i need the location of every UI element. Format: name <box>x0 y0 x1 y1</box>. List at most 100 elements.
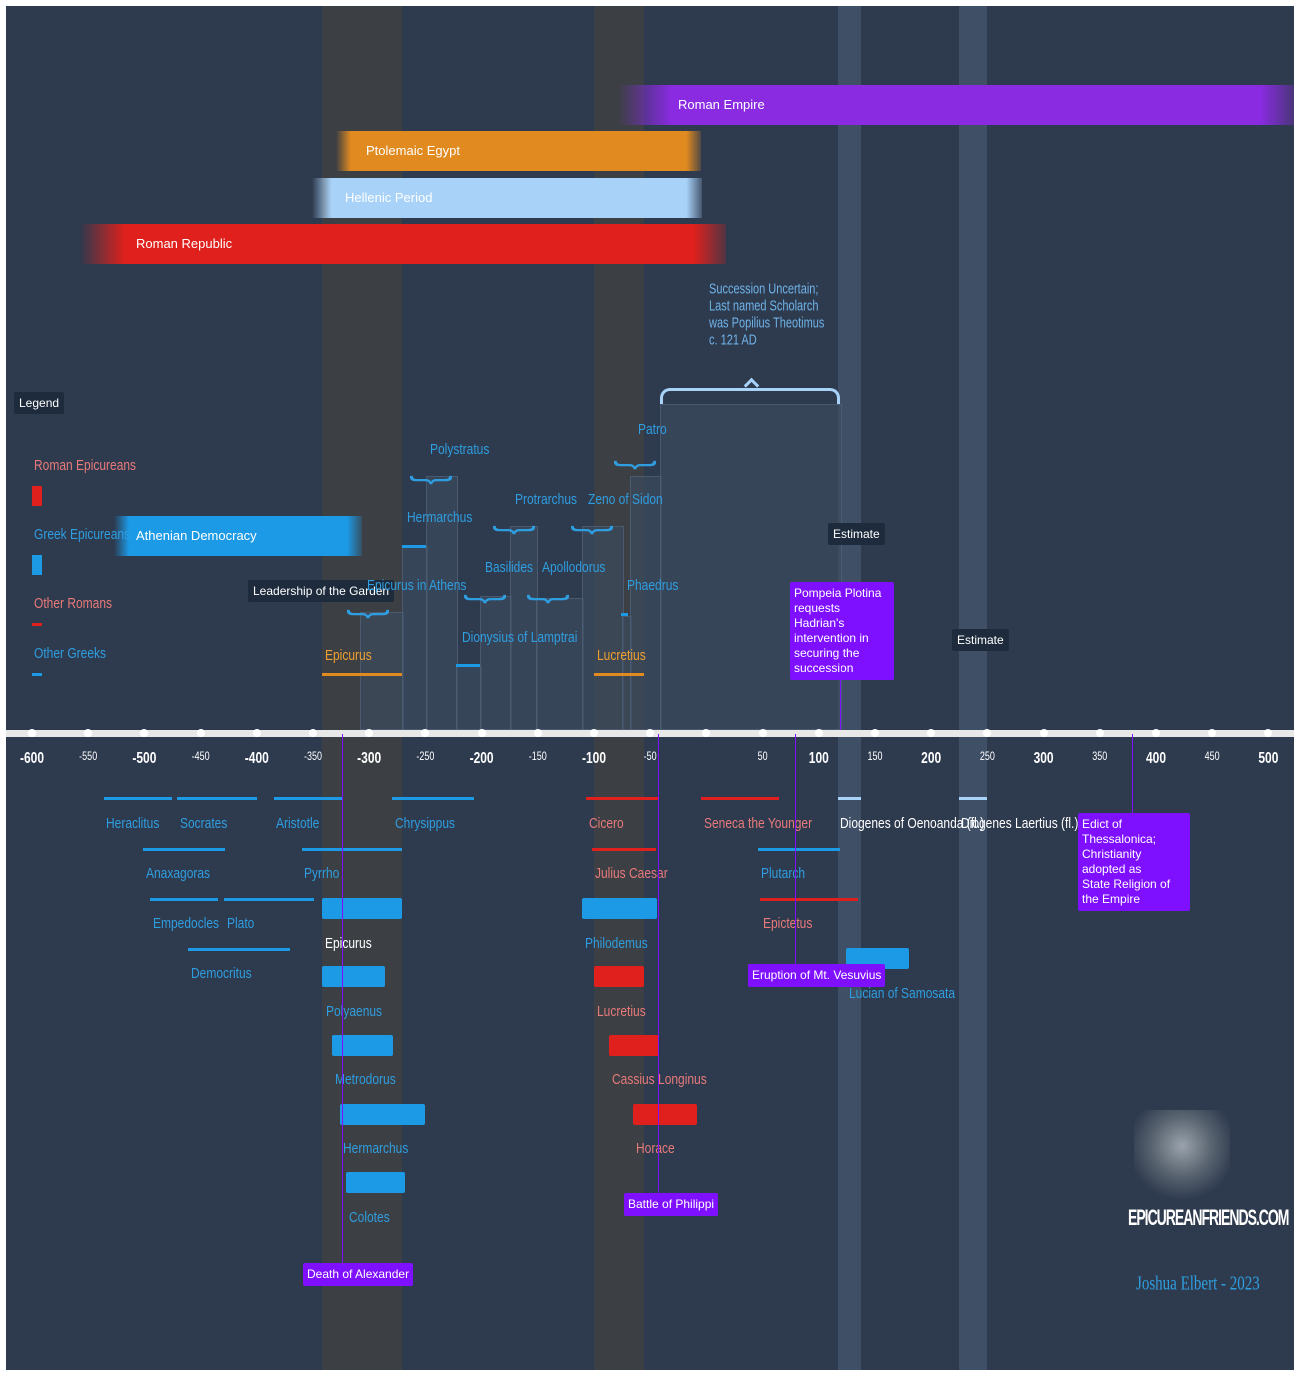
succession-line-4: c. 121 AD <box>709 333 824 350</box>
event-philippi-stem <box>658 734 659 1194</box>
legend-other-romans-swatch <box>32 623 42 626</box>
succession-line-3: was Popilius Theotimus <box>709 316 824 333</box>
thessalonica-line-1: Edict of Thessalonica; <box>1082 817 1186 847</box>
lifespan-lucretius <box>594 966 644 987</box>
axis-tick-label: 250 <box>980 750 995 763</box>
legend-greek-epicureans-swatch <box>32 555 42 575</box>
lifespan-chrysippus <box>392 797 474 800</box>
person-label-epicurus: Epicurus <box>325 934 372 952</box>
person-label-socrates: Socrates <box>180 814 227 832</box>
event-alexander: Death of Alexander <box>303 1263 413 1286</box>
lifespan-diogenes-laertius <box>959 797 987 800</box>
marker-lucretius-orange <box>594 673 644 676</box>
era-ptolemaic-egypt: Ptolemaic Egypt <box>336 131 701 171</box>
lifespan-cicero <box>586 797 658 800</box>
axis-tick-label: 50 <box>758 750 768 763</box>
era-hellenic-label: Hellenic Period <box>345 190 432 205</box>
axis-tick-label: 100 <box>809 749 829 767</box>
succession-note: Succession Uncertain; Last named Scholar… <box>709 282 824 350</box>
step-epicurus <box>360 612 404 730</box>
brace-basilides: } <box>465 594 510 603</box>
axis-tick <box>309 729 317 737</box>
label-basilides: Basilides <box>485 558 533 576</box>
brace-patro: } <box>615 460 660 469</box>
axis-tick-label: -450 <box>192 750 210 763</box>
lifespan-aristotle <box>274 797 342 800</box>
step-patro <box>630 476 662 730</box>
person-label-epictetus: Epictetus <box>763 914 812 932</box>
step-zeno <box>582 526 624 730</box>
lifespan-seneca <box>701 797 779 800</box>
legend-roman-epicureans-swatch <box>32 486 42 506</box>
person-label-plutarch: Plutarch <box>761 864 805 882</box>
thessalonica-line-3: State Religion of the Empire <box>1082 877 1186 907</box>
event-thessalonica-stem <box>1132 734 1133 814</box>
lifespan-julius-caesar <box>592 848 656 851</box>
logo-image <box>1134 1110 1230 1200</box>
event-vesuvius-stem <box>795 734 796 964</box>
axis-tick <box>28 729 36 737</box>
axis-tick-label: 200 <box>921 749 941 767</box>
lifespan-hermarchus <box>340 1104 425 1125</box>
marker-epicurus-orange <box>322 673 402 676</box>
axis-tick-label: 350 <box>1092 750 1107 763</box>
label-polystratus: Polystratus <box>430 440 489 458</box>
legend-other-romans-label: Other Romans <box>34 594 112 612</box>
brace-apollodorus: } <box>528 594 573 603</box>
step-hermarchus <box>402 546 428 730</box>
person-label-colotes: Colotes <box>349 1208 390 1226</box>
band-diogenes-laertius <box>959 6 987 1370</box>
event-vesuvius: Eruption of Mt. Vesuvius <box>748 964 885 987</box>
logo-text: EPICUREANFRIENDS.COM <box>1128 1204 1288 1230</box>
legend-other-greeks-swatch <box>32 673 42 676</box>
person-label-polyaenus: Polyaenus <box>326 1002 382 1020</box>
lifespan-cassius <box>609 1035 659 1056</box>
step-dionysius <box>456 666 482 730</box>
axis-tick <box>478 729 486 737</box>
lifespan-pyrrho <box>302 848 402 851</box>
label-phaedrus: Phaedrus <box>627 576 678 594</box>
era-roman-republic-label: Roman Republic <box>136 236 232 251</box>
person-label-aristotle: Aristotle <box>276 814 319 832</box>
axis-tick-label: -50 <box>644 750 657 763</box>
legend-greek-epicureans-label: Greek Epicureans <box>34 525 130 543</box>
label-zeno: Zeno of Sidon <box>588 490 663 508</box>
legend-other-greeks-label: Other Greeks <box>34 644 106 662</box>
era-athenian-democracy-label: Athenian Democracy <box>136 528 257 543</box>
plotina-line-2: Hadrian's intervention in <box>794 616 890 646</box>
person-label-plato: Plato <box>227 914 254 932</box>
era-roman-republic: Roman Republic <box>80 224 726 264</box>
legend-title: Legend <box>14 392 64 414</box>
axis-tick-label: -200 <box>470 749 494 767</box>
marker-phaedrus <box>621 613 628 616</box>
axis-tick-label: 150 <box>867 750 882 763</box>
event-thessalonica: Edict of Thessalonica; Christianity adop… <box>1078 813 1190 911</box>
axis-tick-label: 400 <box>1146 749 1166 767</box>
marker-dionysius <box>456 664 480 667</box>
axis-tick-label: -350 <box>304 750 322 763</box>
person-label-cassius: Cassius Longinus <box>612 1070 707 1088</box>
person-label-julius-caesar: Julius Caesar <box>595 864 668 882</box>
lifespan-epictetus <box>760 898 858 901</box>
label-epicurus-in-athens: Epicurus in Athens <box>367 576 466 594</box>
label-apollodorus: Apollodorus <box>542 558 605 576</box>
axis-tick <box>1152 729 1160 737</box>
succession-line-2: Last named Scholarch <box>709 299 824 316</box>
label-hermarchus-garden: Hermarchus <box>407 508 472 526</box>
person-label-democritus: Democritus <box>191 964 252 982</box>
event-alexander-stem <box>342 734 343 1264</box>
person-label-hermarchus: Hermarchus <box>343 1139 408 1157</box>
lifespan-colotes <box>346 1172 405 1193</box>
lifespan-epicurus <box>322 898 402 919</box>
estimate-tag-1: Estimate <box>828 523 885 545</box>
event-plotina: Pompeia Plotina requests Hadrian's inter… <box>790 582 894 680</box>
person-label-cicero: Cicero <box>589 814 624 832</box>
person-label-lucretius: Lucretius <box>597 1002 646 1020</box>
person-label-empedocles: Empedocles <box>153 914 219 932</box>
lifespan-socrates <box>177 797 257 800</box>
axis-tick <box>815 729 823 737</box>
label-epicurus-garden: Epicurus <box>325 646 372 664</box>
era-roman-empire-label: Roman Empire <box>678 97 765 112</box>
era-ptolemaic-label: Ptolemaic Egypt <box>366 143 460 158</box>
step-basilides <box>480 596 512 730</box>
